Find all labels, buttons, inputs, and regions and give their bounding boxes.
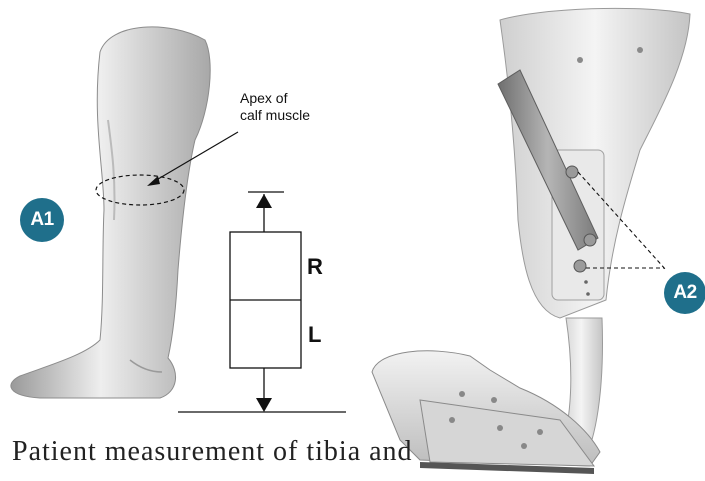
measurement-bracket — [178, 192, 346, 412]
bottom-arrow-head — [256, 398, 272, 412]
brace-hole — [537, 429, 543, 435]
apex-label-line1: Apex of — [240, 90, 310, 107]
brace-hole — [497, 425, 503, 431]
badge-a1: A1 — [20, 198, 64, 242]
apex-label-line2: calf muscle — [240, 107, 310, 124]
region-r-label: R — [307, 254, 323, 280]
brace-hole — [637, 47, 643, 53]
brace-hole — [491, 397, 497, 403]
brace-hole — [459, 391, 465, 397]
brace-screw — [584, 234, 596, 246]
brace-hole — [449, 417, 455, 423]
brace-hole — [584, 280, 588, 284]
caption-text: Patient measurement of tibia and — [12, 436, 705, 476]
top-arrow-head — [256, 194, 272, 208]
brace-screw — [566, 166, 578, 178]
region-l-label: L — [308, 322, 321, 348]
badge-a2: A2 — [664, 272, 705, 314]
brace-hole — [577, 57, 583, 63]
brace-hole — [586, 292, 590, 296]
brace-illustration — [372, 8, 690, 474]
apex-label: Apex of calf muscle — [240, 90, 310, 124]
brace-screw — [574, 260, 586, 272]
